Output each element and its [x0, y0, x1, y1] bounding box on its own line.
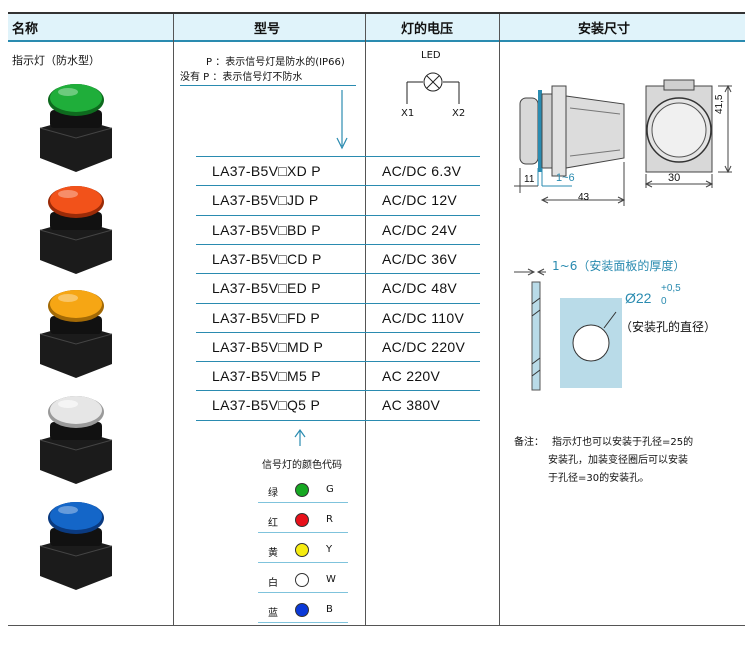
dim-1-6: 1~6: [556, 172, 575, 184]
side-view-dimension-drawing: [514, 85, 626, 206]
indicator-lamp-yellow-image: [39, 290, 113, 378]
voltage-value: AC/DC 36V: [382, 250, 458, 267]
dim-43: 43: [578, 192, 590, 203]
model-code: LA37-B5V□CD P: [212, 250, 322, 267]
color-name: 红: [268, 518, 278, 529]
table-row-divider: [196, 214, 480, 216]
color-code: R: [326, 514, 333, 525]
hole-tolerance-lower: 0: [661, 296, 667, 307]
header-cell-voltage: [366, 14, 499, 42]
indicator-lamp-red-image: [39, 186, 113, 274]
model-code: LA37-B5V□M5 P: [212, 368, 321, 385]
header-cell-name: [8, 14, 173, 42]
table-row-divider: [196, 361, 480, 363]
model-code: LA37-B5V□Q5 P: [212, 397, 321, 414]
hole-diameter-label: （安装孔的直径）: [620, 320, 717, 334]
remark-line-2: 安装孔，加装变径圈后可以安装: [548, 455, 688, 466]
color-name: 黄: [268, 548, 278, 559]
color-swatch: [295, 573, 309, 587]
color-swatch: [295, 513, 309, 527]
dim-30: 30: [668, 172, 681, 184]
table-row-divider: [196, 273, 480, 275]
color-row-divider: [258, 562, 348, 563]
voltage-value: AC/DC 6.3V: [382, 163, 462, 179]
led-label: LED: [421, 50, 441, 61]
color-row-divider: [258, 532, 348, 533]
color-name: 绿: [268, 488, 278, 499]
product-name: 指示灯（防水型）: [12, 54, 100, 67]
hole-diameter: Ø22: [625, 290, 652, 306]
dim-41-5: 41,5: [714, 94, 725, 114]
voltage-value: AC/DC 48V: [382, 280, 458, 297]
table-top-border: [8, 12, 745, 14]
header-cell-model: [174, 14, 365, 42]
table-row-divider: [196, 185, 480, 187]
color-code: W: [326, 574, 336, 585]
header-voltage: 灯的电压: [401, 22, 454, 37]
table-row-divider: [196, 331, 480, 333]
header-size: 安装尺寸: [578, 22, 631, 37]
panel-thickness-label: 1~6（安装面板的厚度）: [552, 259, 686, 273]
indicator-lamp-green-image: [39, 84, 113, 172]
color-row-divider: [258, 592, 348, 593]
table-row-divider: [196, 156, 480, 157]
color-code: G: [326, 484, 334, 495]
voltage-value: AC/DC 110V: [382, 309, 465, 326]
model-code: LA37-B5V□ED P: [212, 280, 321, 297]
voltage-value: AC/DC 12V: [382, 192, 458, 209]
table-bottom-border: [8, 625, 745, 626]
column-divider: [365, 14, 366, 626]
hole-tolerance-upper: +0,5: [661, 283, 681, 294]
model-code: LA37-B5V□FD P: [212, 309, 321, 326]
note-no-p: 没有 P ：表示信号灯不防水: [180, 72, 303, 83]
color-swatch: [295, 543, 309, 557]
remark-label: 备注：: [514, 437, 544, 448]
color-row-divider: [258, 502, 348, 503]
column-divider: [173, 14, 174, 626]
remark-line-1: 指示灯也可以安装于孔径=25的: [552, 437, 694, 448]
column-divider: [499, 14, 500, 626]
voltage-value: AC/DC 220V: [382, 338, 466, 355]
color-name: 蓝: [268, 608, 278, 619]
table-row-divider: [196, 243, 480, 245]
mounting-hole-drawing: [514, 268, 622, 391]
header-name: 名称: [12, 22, 39, 37]
arrow-up-icon: [294, 428, 306, 446]
remark-line-3: 于孔径=30的安装孔。: [548, 473, 650, 484]
voltage-value: AC/DC 24V: [382, 221, 458, 238]
table-row-divider: [196, 419, 480, 421]
table-row-divider: [196, 390, 480, 392]
indicator-lamp-white-image: [39, 396, 113, 484]
color-row-divider: [258, 622, 348, 623]
led-x1-label: X1: [401, 108, 415, 119]
color-swatch: [295, 603, 309, 617]
voltage-value: AC 380V: [382, 397, 441, 414]
note-p: P ：表示信号灯是防水的(IP66): [206, 57, 345, 68]
model-code: LA37-B5V□JD P: [212, 192, 319, 209]
model-code: LA37-B5V□XD P: [212, 163, 321, 179]
led-symbol-icon: [406, 72, 460, 104]
color-name: 白: [268, 578, 278, 589]
arrow-down-icon: [336, 90, 348, 150]
table-row-divider: [196, 302, 480, 304]
front-view-dimension-drawing: [644, 79, 732, 188]
header-cell-size: [500, 14, 745, 42]
header-model: 型号: [254, 22, 281, 37]
led-x2-label: X2: [452, 108, 466, 119]
color-code: Y: [326, 544, 333, 555]
color-code: B: [326, 604, 333, 615]
dim-11: 11: [524, 174, 535, 185]
note-divider: [180, 85, 356, 86]
model-code: LA37-B5V□MD P: [212, 338, 324, 355]
model-code: LA37-B5V□BD P: [212, 221, 321, 238]
voltage-value: AC 220V: [382, 368, 441, 385]
color-code-title: 信号灯的颜色代码: [262, 460, 342, 471]
color-swatch: [295, 483, 309, 497]
indicator-lamp-blue-image: [39, 502, 113, 590]
